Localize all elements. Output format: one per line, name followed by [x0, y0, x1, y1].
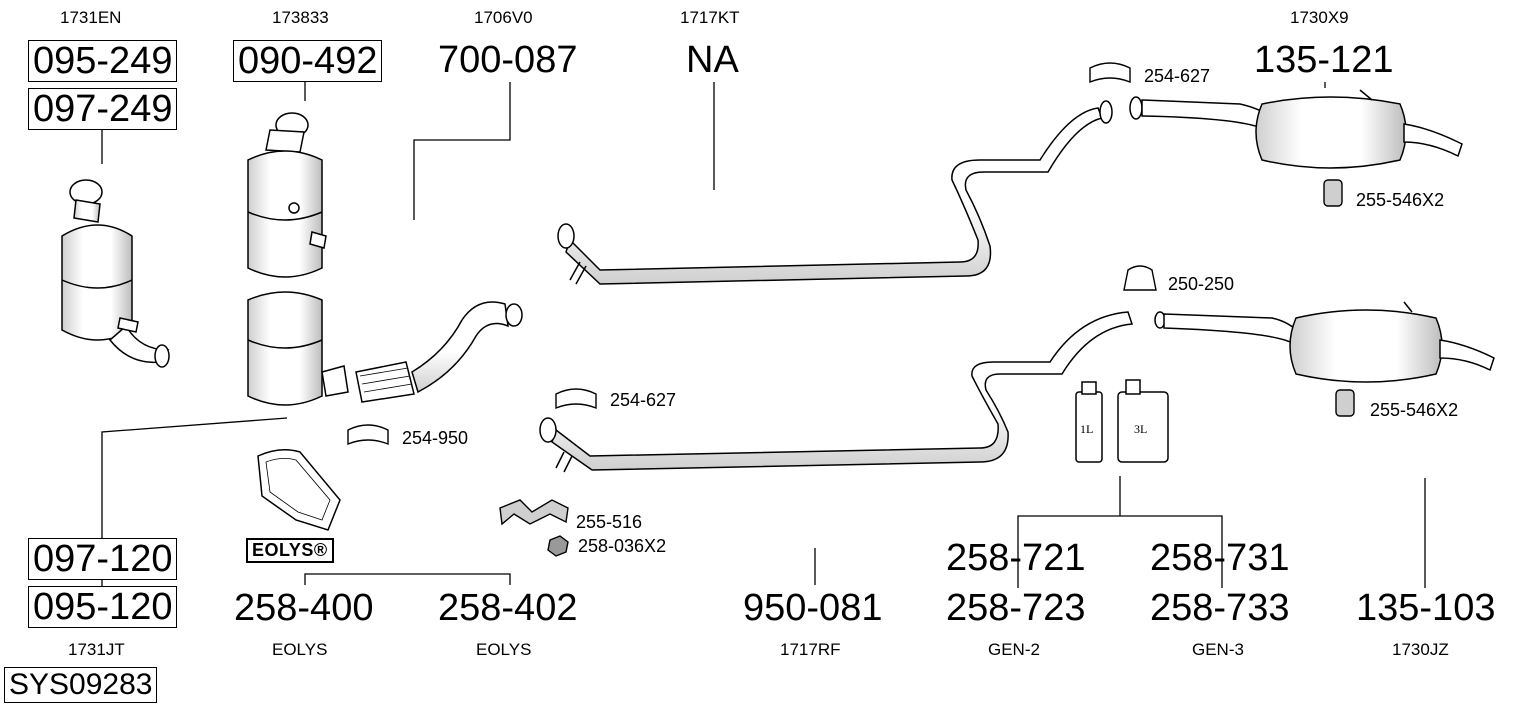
particle-filter-icon — [247, 112, 327, 278]
can-label-small: 1L — [1080, 422, 1094, 436]
leader-lines — [101, 82, 1426, 588]
rear-silencer-top-icon — [1129, 89, 1463, 169]
ref-eolys-2: EOLYS — [476, 640, 532, 659]
ref-1717kt: 1717KT — [680, 8, 740, 27]
part-258-733[interactable]: 258-733 — [1150, 587, 1290, 629]
ref-eolys-1: EOLYS — [272, 640, 328, 659]
intermediate-pipe-top-icon — [557, 100, 1113, 285]
rubber-mount-icons — [1323, 179, 1355, 417]
front-pipe-icon — [247, 291, 523, 406]
part-255-546x2-top[interactable]: 255-546X2 — [1356, 190, 1445, 210]
ref-1731en: 1731EN — [60, 8, 122, 27]
part-254-627-top[interactable]: 254-627 — [1144, 66, 1211, 86]
part-255-516[interactable]: 255-516 — [576, 512, 643, 532]
part-250-250[interactable]: 250-250 — [1168, 274, 1235, 294]
part-na[interactable]: NA — [686, 39, 739, 81]
ref-1717rf: 1717RF — [780, 640, 841, 659]
ref-1706v0: 1706V0 — [474, 8, 533, 27]
part-258-721[interactable]: 258-721 — [946, 537, 1086, 579]
ref-gen-3: GEN-3 — [1192, 640, 1244, 659]
fluid-can-icons — [1075, 379, 1169, 463]
part-258-036x2[interactable]: 258-036X2 — [578, 536, 667, 556]
ref-1731jt: 1731JT — [68, 640, 125, 659]
part-090-492[interactable]: 090-492 — [233, 40, 383, 82]
part-135-121[interactable]: 135-121 — [1254, 39, 1394, 81]
part-258-731[interactable]: 258-731 — [1150, 537, 1290, 579]
part-095-249[interactable]: 095-249 — [28, 40, 178, 82]
part-135-103[interactable]: 135-103 — [1356, 587, 1496, 629]
part-258-723[interactable]: 258-723 — [946, 587, 1086, 629]
part-258-400[interactable]: 258-400 — [234, 587, 374, 629]
part-254-627-mid[interactable]: 254-627 — [610, 390, 677, 410]
eolys-bag-icon — [257, 449, 341, 531]
ref-173833: 173833 — [272, 8, 329, 27]
catalytic-converter-icon — [61, 179, 170, 368]
ref-1730jz: 1730JZ — [1392, 640, 1449, 659]
rear-silencer-bottom-icon — [1154, 301, 1495, 383]
can-label-large: 3L — [1134, 422, 1148, 436]
part-097-120[interactable]: 097-120 — [28, 538, 178, 580]
clamp-icons — [347, 62, 1157, 446]
part-700-087[interactable]: 700-087 — [438, 39, 578, 81]
part-254-950[interactable]: 254-950 — [402, 428, 469, 448]
part-095-120[interactable]: 095-120 — [28, 586, 178, 628]
bracket-nut-icons — [499, 499, 569, 557]
part-258-402[interactable]: 258-402 — [438, 587, 578, 629]
ref-gen-2: GEN-2 — [988, 640, 1040, 659]
ref-1730x9: 1730X9 — [1290, 8, 1349, 27]
part-097-249[interactable]: 097-249 — [28, 88, 178, 130]
part-255-546x2-bottom[interactable]: 255-546X2 — [1370, 400, 1459, 420]
eolys-logo: EOLYS® — [246, 538, 334, 563]
system-code: SYS09283 — [4, 667, 158, 703]
part-950-081[interactable]: 950-081 — [743, 587, 883, 629]
intermediate-pipe-bottom-icon — [539, 311, 1134, 473]
